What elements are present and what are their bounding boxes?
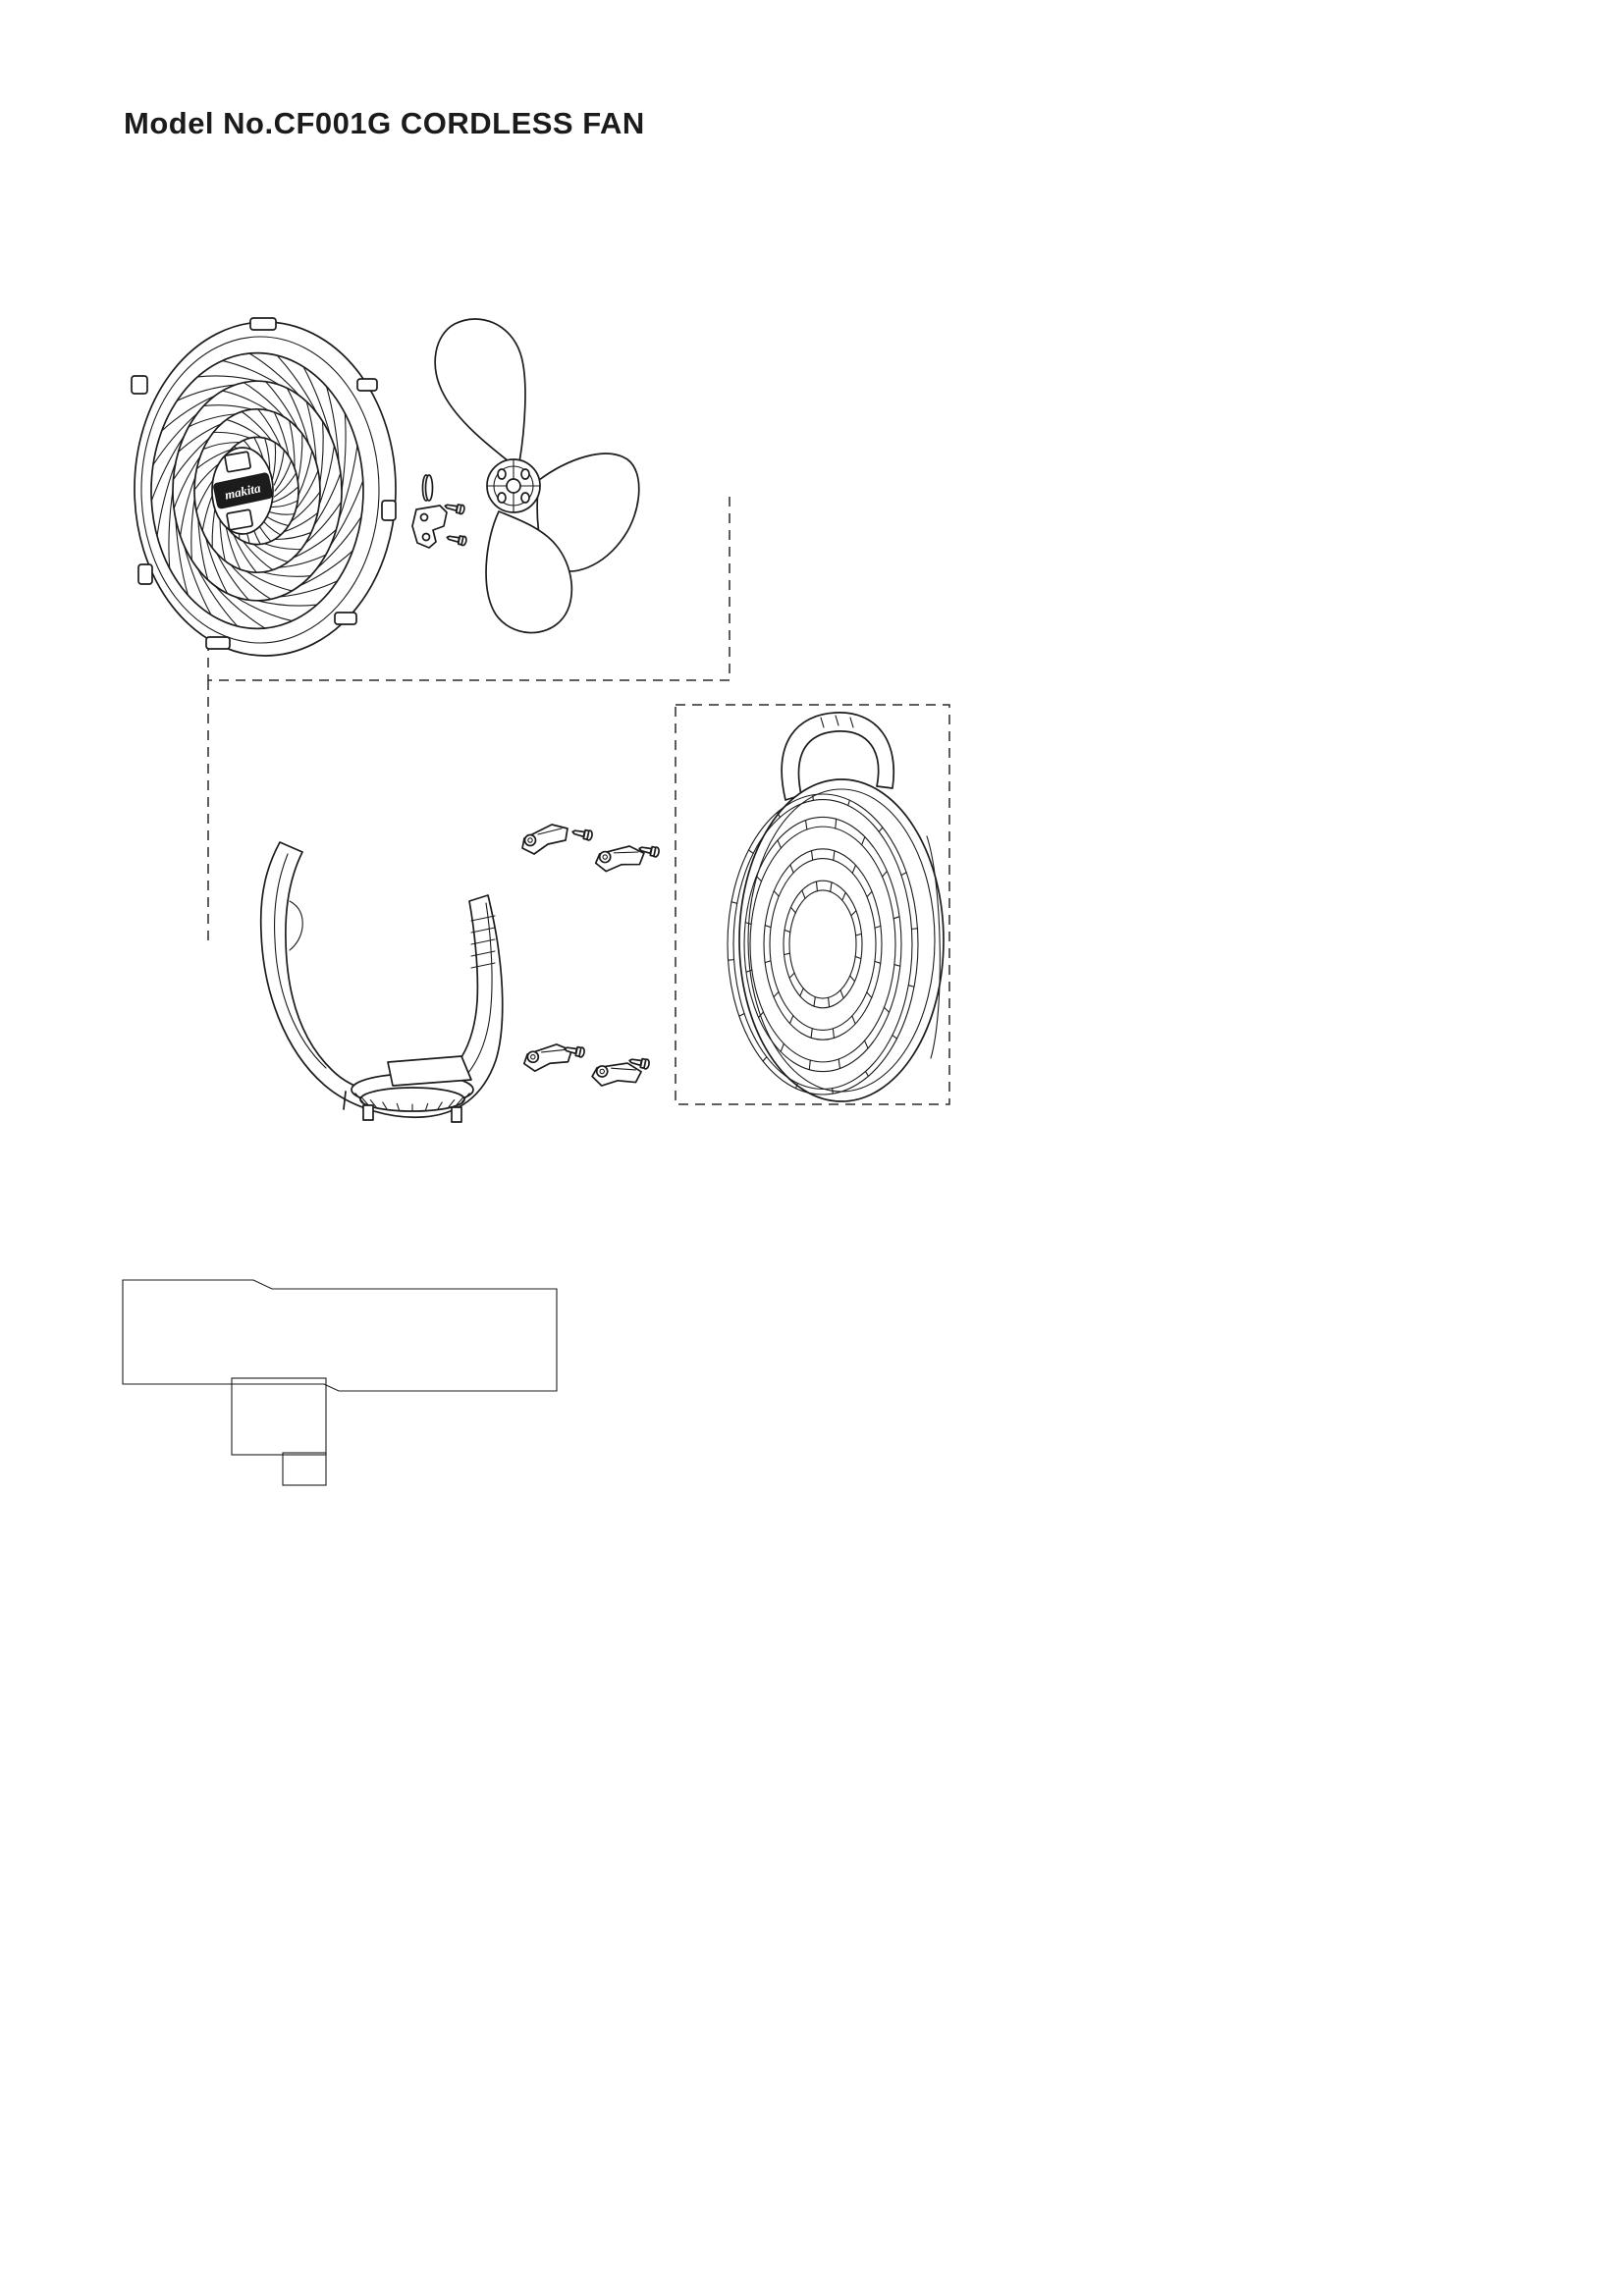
housing-part9 bbox=[727, 712, 945, 1102]
part-drawings: makita bbox=[131, 317, 945, 1123]
screws-part53 bbox=[444, 504, 467, 547]
bracket-part2 bbox=[411, 505, 448, 549]
washer-part3 bbox=[421, 474, 434, 502]
cradle-part5 bbox=[259, 841, 504, 1123]
latch-parts6-7 bbox=[521, 824, 660, 1087]
construction-boxes bbox=[122, 491, 950, 1486]
page-title: Model No.CF001G CORDLESS FAN bbox=[124, 106, 645, 140]
fan-blade-part4 bbox=[434, 318, 640, 634]
fan-grille-part1: makita bbox=[131, 317, 397, 657]
